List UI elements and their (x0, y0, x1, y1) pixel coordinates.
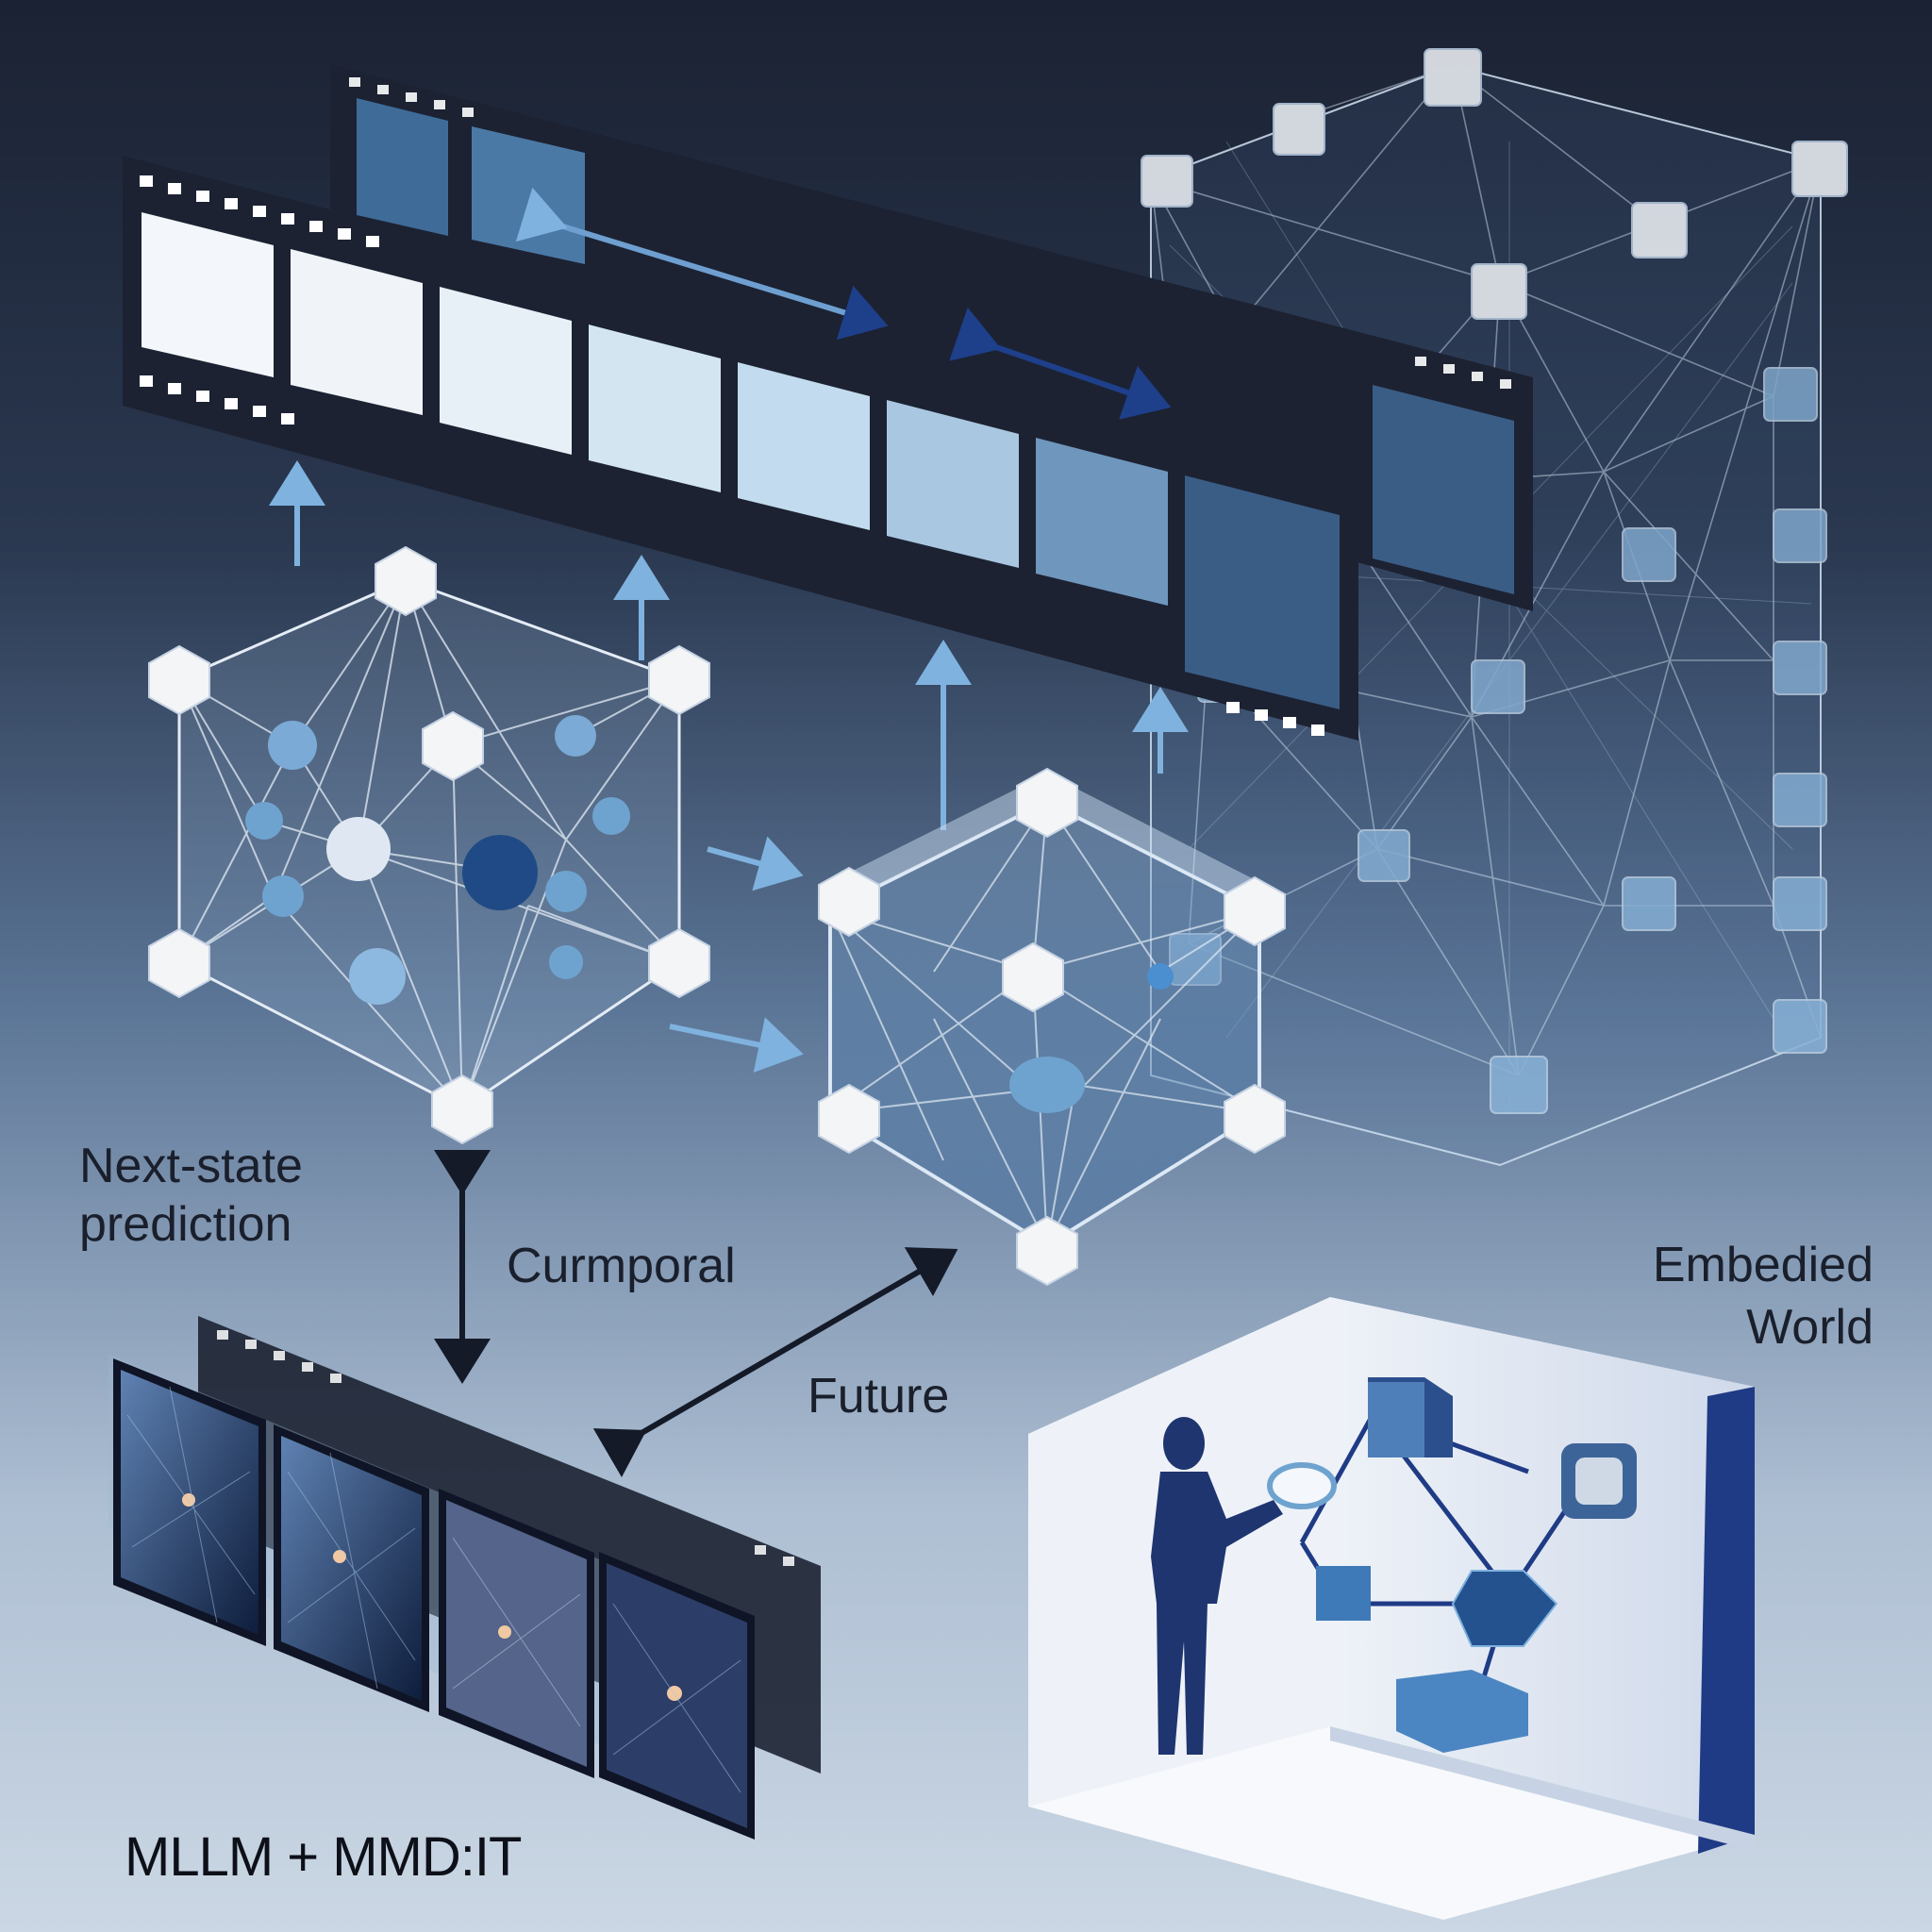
next-state-prediction-label: Next-state prediction (79, 1139, 303, 1252)
hexagon-node-icon (818, 767, 1286, 1287)
curmporal-label: Curmporal (507, 1239, 736, 1293)
video-frames (113, 1358, 755, 1840)
embodied-room (1028, 1297, 1755, 1920)
person-icon (1151, 1417, 1283, 1755)
embodied-world-label: Embedied World (1652, 1238, 1874, 1355)
frame-3 (439, 1489, 594, 1778)
arrow-icon (434, 1150, 958, 1478)
hexagon-network (148, 545, 710, 1145)
mllm-label: MLLM + MMD:IT (125, 1826, 522, 1888)
arrow-icon (269, 460, 1189, 830)
hexagon-network (818, 767, 1286, 1287)
film-strip-icon (123, 156, 1358, 741)
frame-1 (113, 1358, 266, 1646)
arrow-icon (669, 836, 804, 1074)
frame-4 (599, 1552, 755, 1840)
frame-2 (274, 1424, 429, 1712)
arrow-icon (515, 187, 1172, 420)
future-label: Future (808, 1369, 950, 1424)
hexagon-node-icon (148, 545, 710, 1145)
cube-node-icon (1316, 1377, 1637, 1753)
